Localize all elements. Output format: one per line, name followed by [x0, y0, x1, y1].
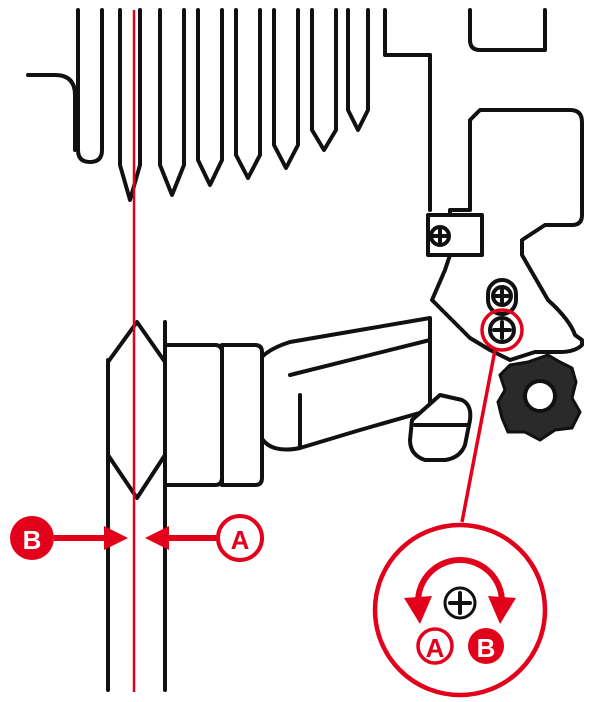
presser-arm	[253, 316, 473, 462]
arrow-b-label: B	[23, 525, 42, 555]
screw-icon	[488, 316, 516, 344]
rotate-a-label: A	[426, 633, 445, 663]
needle-comb	[118, 8, 370, 202]
callout-leader-line	[460, 349, 497, 523]
screw-rotation-callout: A B	[372, 522, 548, 698]
screw-icon	[429, 225, 451, 247]
rotate-arrows-icon	[404, 557, 516, 624]
arrow-b-indicator: B	[10, 516, 128, 560]
presser-bracket	[426, 108, 584, 362]
screw-highlight-ring	[480, 308, 524, 352]
thumbwheel-knob-icon	[496, 353, 582, 442]
arrow-a-indicator: A	[145, 514, 264, 562]
presser-foot-body	[163, 343, 264, 487]
screw-icon	[443, 586, 477, 620]
needle-bar-housing	[26, 8, 547, 212]
rotate-b-label: B	[477, 633, 496, 663]
guide-rails	[106, 320, 167, 692]
screw-icon	[491, 285, 513, 307]
arrow-a-label: A	[231, 525, 250, 555]
